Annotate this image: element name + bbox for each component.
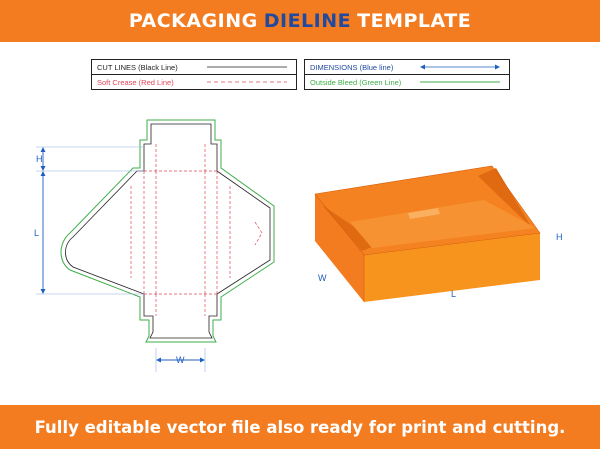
dieline-length-label: L (34, 228, 39, 238)
box-height-label: H (556, 232, 563, 242)
footer-banner: Fully editable vector file also ready fo… (0, 405, 600, 449)
box-edges (314, 165, 541, 302)
legend-row-crease: Soft Crease (Red Line) (92, 74, 296, 89)
legend-row-cut: CUT LINES (Black Line) (92, 60, 296, 74)
crease-lines (130, 144, 263, 316)
dimension-lines (42, 149, 203, 361)
bleed-line-sample (420, 81, 500, 83)
title-accent: DIELINE (263, 10, 352, 32)
title-prefix: PACKAGING (128, 10, 258, 32)
lid-tab (408, 208, 440, 219)
cut-outline (65, 123, 271, 339)
box-width-label: W (318, 273, 327, 283)
box-side-face (364, 233, 540, 302)
legend-crease-label: Soft Crease (Red Line) (97, 77, 174, 87)
footer-text: Fully editable vector file also ready fo… (34, 417, 566, 437)
dieline-height-label: H (36, 154, 43, 164)
dieline-width-label: W (176, 355, 185, 365)
legend-bleed-label: Outside Bleed (Green Line) (310, 77, 402, 87)
legend-dimensions-label: DIMENSIONS (Blue line) (310, 62, 394, 72)
dieline: H L W (34, 119, 275, 372)
lid-flap-right (478, 168, 532, 228)
legend-row-dimensions: DIMENSIONS (Blue line) (305, 60, 509, 74)
legend-cut-label: CUT LINES (Black Line) (97, 62, 178, 72)
legend-row-bleed: Outside Bleed (Green Line) (305, 74, 509, 89)
title-suffix: TEMPLATE (357, 10, 472, 32)
box-length-label: L (451, 289, 456, 299)
dimension-arrowheads (40, 147, 205, 363)
crease-line-sample (207, 81, 287, 83)
lid-flap-left (322, 205, 372, 251)
title-banner: PACKAGING DIELINE TEMPLATE (0, 0, 600, 42)
legend-lines: CUT LINES (Black Line) Soft Crease (Red … (91, 59, 297, 90)
dimension-arrow-sample (420, 64, 500, 70)
box-front-face (315, 194, 364, 302)
cut-line-sample (207, 66, 287, 68)
lid-front-panel (350, 200, 536, 248)
box-3d: H W L (314, 165, 563, 302)
bleed-outline (60, 119, 275, 343)
legend-guides: DIMENSIONS (Blue line) Outside Bleed (Gr… (304, 59, 510, 90)
